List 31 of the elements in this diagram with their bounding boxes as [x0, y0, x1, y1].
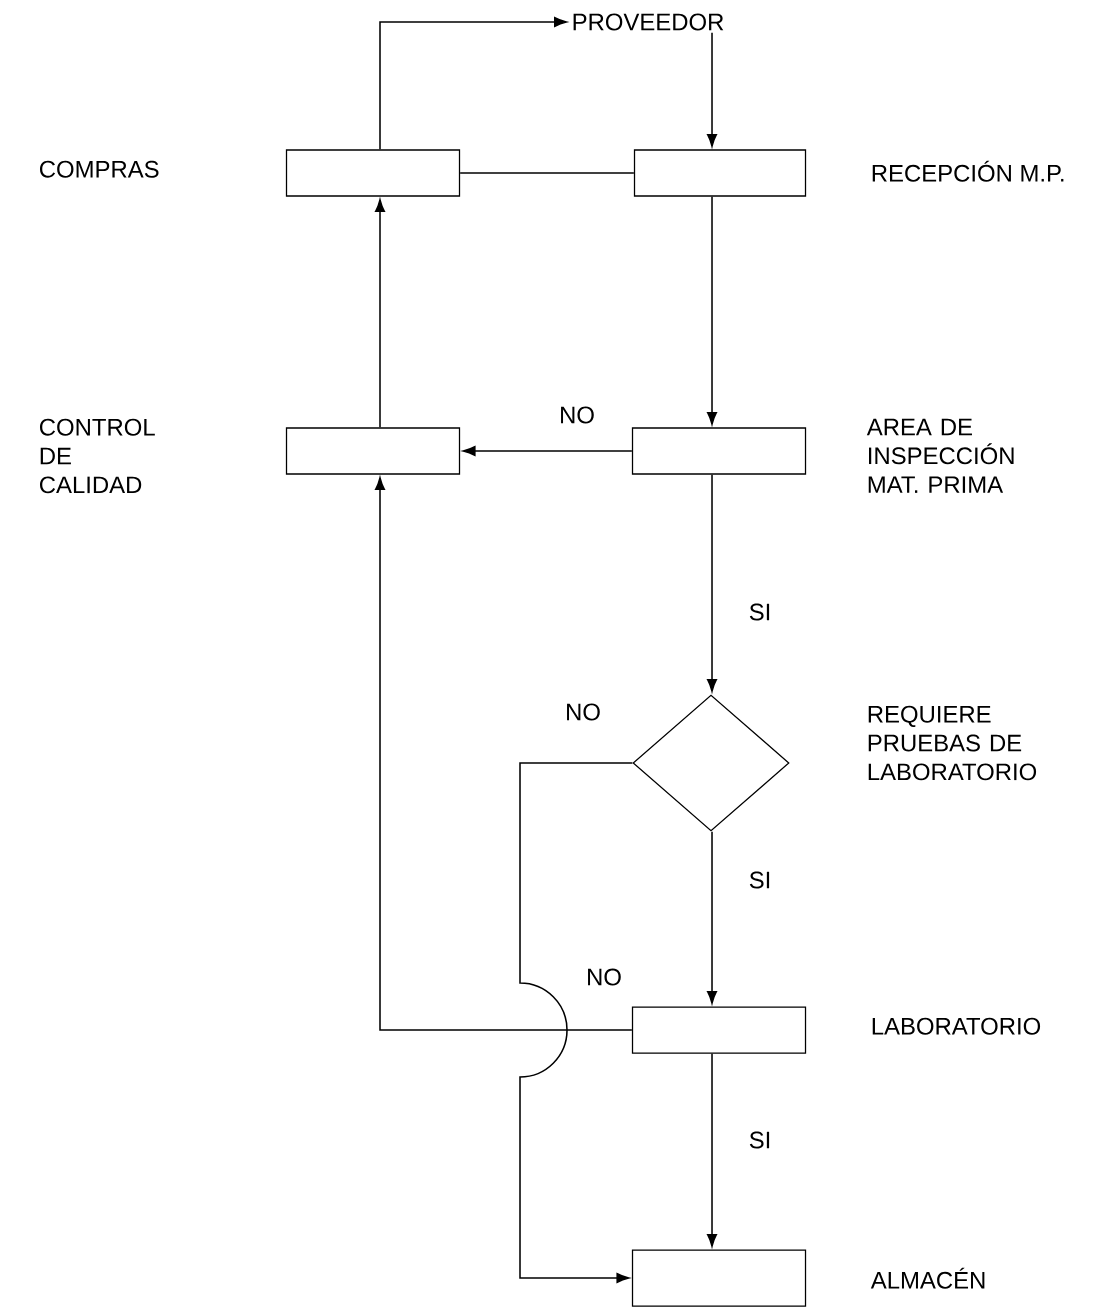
process-box: [631, 427, 807, 475]
edge-label: NO: [584, 967, 624, 987]
edge-label: SI: [747, 602, 773, 622]
arrow: [706, 195, 718, 425]
node-label: REQUIERE PRUEBAS DE LABORATORIO: [868, 705, 1037, 781]
edge-label: NO: [557, 405, 597, 425]
side-label: CONTROL DE CALIDAD: [40, 418, 155, 494]
arrow: [379, 16, 567, 151]
arrow: [706, 31, 718, 147]
node-label: ALMACÉN: [870, 1267, 985, 1289]
process-box: [631, 1249, 807, 1307]
node-label: RECEPCIÓN M.P.: [872, 160, 1064, 182]
side-label: COMPRAS: [40, 160, 159, 178]
decision-diamond: [632, 694, 790, 832]
process-box: [285, 149, 461, 197]
arrow: [374, 477, 633, 1031]
arrow: [374, 199, 386, 429]
arrow: [706, 473, 718, 692]
node-label: PROVEEDOR: [573, 13, 724, 31]
process-box: [633, 149, 807, 197]
arrow: [462, 445, 633, 457]
arrow: [706, 1052, 718, 1247]
arrow: [519, 762, 634, 1284]
node-label: LABORATORIO: [872, 1017, 1041, 1035]
node-label: AREA DE INSPECCIÓN MAT. PRIMA: [866, 418, 1014, 493]
process-box: [631, 1006, 807, 1054]
arrow: [706, 830, 718, 1004]
edge-label: SI: [747, 1130, 773, 1150]
edge-label: NO: [563, 702, 603, 722]
process-box: [285, 427, 461, 475]
edge-label: SI: [747, 870, 773, 890]
